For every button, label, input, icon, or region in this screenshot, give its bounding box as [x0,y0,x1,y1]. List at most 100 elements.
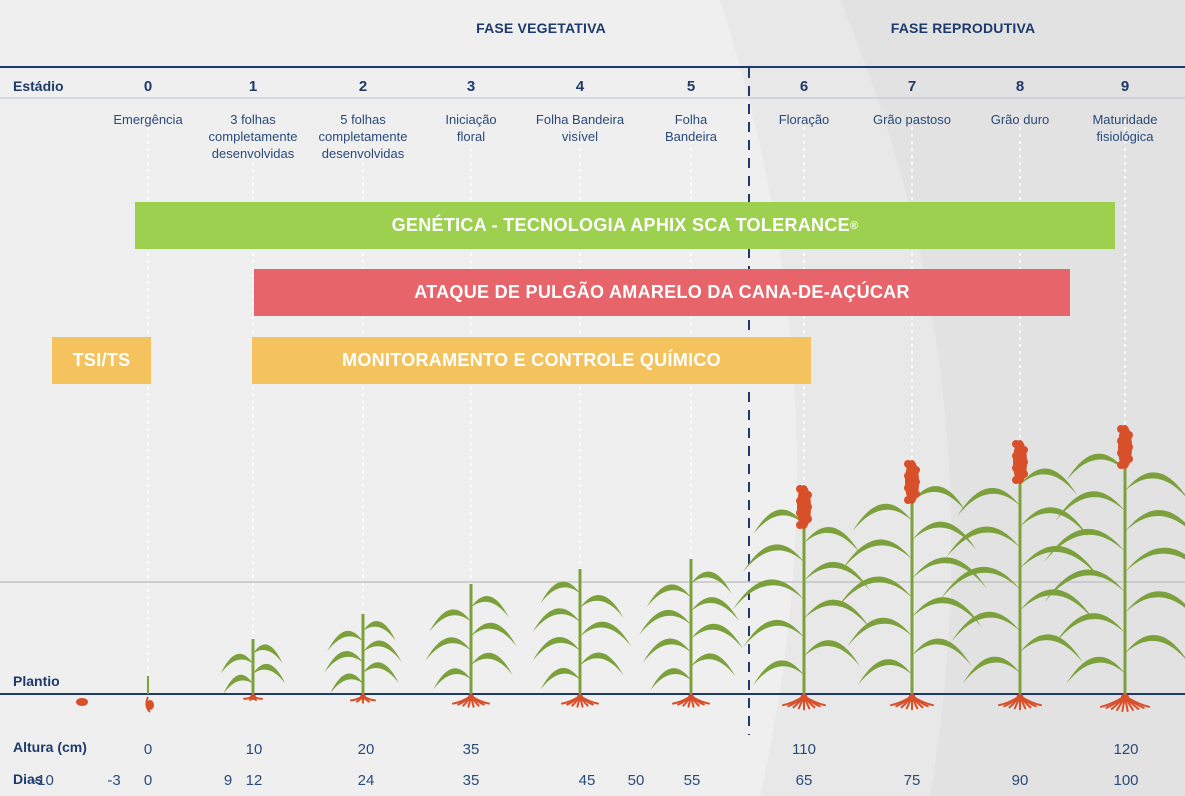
sorghum-plant [532,569,632,708]
leaf [580,652,624,676]
leaf [912,557,987,589]
day-value: 24 [357,772,375,789]
height-value: 10 [245,741,263,758]
leaf [650,668,691,691]
grain [1117,437,1125,445]
grain [904,460,912,468]
genetics-bar-label: GENÉTICA - TECNOLOGIA APHIX SCA TOLERANC… [391,215,850,235]
stage-description: Iniciação floral [445,112,497,144]
day-value: 9 [223,772,233,789]
leaf [363,662,399,683]
grain [1020,458,1028,466]
leaf [433,668,471,690]
day-value: -3 [107,772,121,789]
aphid-attack-bar-label: ATAQUE DE PULGÃO AMARELO DA CANA-DE-AÇÚC… [414,282,910,302]
stage-header-label: Estádio [13,78,64,94]
reproductive-phase-title: FASE REPRODUTIVA [890,20,1036,36]
leaf [1020,545,1100,579]
registered-mark: ® [849,219,859,232]
sorghum-plant [732,485,871,711]
leaf [363,640,402,662]
seed-treatment-bar: TSI/TS [52,337,151,384]
sorghum-plant [425,584,517,708]
background-swoosh [840,0,1185,796]
leaf [691,623,743,649]
days-row-label: Dias [13,771,43,787]
leaf [580,594,624,618]
leaf [753,660,804,686]
leaf [1020,634,1083,663]
stage-description: Grão pastoso [872,112,952,127]
leaf [842,539,912,570]
grain [912,478,920,486]
stage-number: 8 [1015,78,1025,95]
sorghum-plant [940,440,1100,711]
leaf [471,622,517,647]
day-value: 65 [795,772,813,789]
stage-description: Maturidade fisiológica [1092,112,1158,144]
root-crown [360,694,366,700]
leaf [253,644,283,664]
leaf [540,581,580,604]
grain [804,503,812,511]
seed-treatment-bar-label: TSI/TS [72,350,131,370]
leaf [429,609,471,632]
leaf [532,608,580,633]
leaf [963,656,1020,684]
leaf [253,663,286,684]
leaf [1055,491,1125,522]
day-value: 90 [1011,772,1029,789]
leaf [753,509,804,535]
day-value: -10 [32,772,54,789]
leaf [363,620,396,641]
leaf [327,630,363,652]
leaf [912,638,972,666]
leaf [957,487,1020,516]
leaf [642,638,691,663]
monitoring-bar: MONITORAMENTO E CONTROLE QUÍMICO [252,337,811,384]
root-crown [1121,693,1129,701]
leaf [743,619,804,648]
leaf [1044,569,1125,603]
grain [1117,449,1125,457]
stage-description: Emergência [113,112,183,127]
leaf [1066,453,1125,481]
leaf [1125,472,1185,497]
stage-number: 3 [466,78,476,95]
leaf [858,659,912,685]
grain [1117,425,1125,433]
leaf [1020,589,1094,621]
grain [1125,431,1133,439]
sorghum-plant [220,639,286,701]
sorghum-plant [837,460,987,711]
leaf [1020,468,1077,495]
leaf [837,576,912,608]
vegetative-phase-title: FASE VEGETATIVA [476,20,606,36]
aphid-attack-bar: ATAQUE DE PULGÃO AMARELO DA CANA-DE-AÇÚC… [254,269,1070,316]
leaf [940,566,1020,600]
grain [1012,476,1020,484]
leaf [804,640,860,667]
root-crown [908,694,916,700]
sorghum-plant [1044,425,1185,713]
root-crown [800,694,808,700]
stage-number: 7 [907,78,917,95]
leaf [732,579,804,610]
leaf [912,485,966,512]
day-value: 35 [462,772,480,789]
sorghum-seedling [145,676,154,713]
stage-description: Folha Bandeira [664,112,718,144]
leaf [532,637,580,661]
stage-number: 4 [575,78,585,95]
grain [1012,464,1020,472]
root-crown [468,694,474,700]
sorghum-plant [324,614,402,704]
height-value: 35 [462,741,480,758]
leaf [1044,528,1125,562]
grain [904,496,912,504]
grain [1020,446,1028,454]
leaf [946,526,1020,558]
day-value: 55 [683,772,701,789]
monitoring-bar-label: MONITORAMENTO E CONTROLE QUÍMICO [342,350,721,370]
